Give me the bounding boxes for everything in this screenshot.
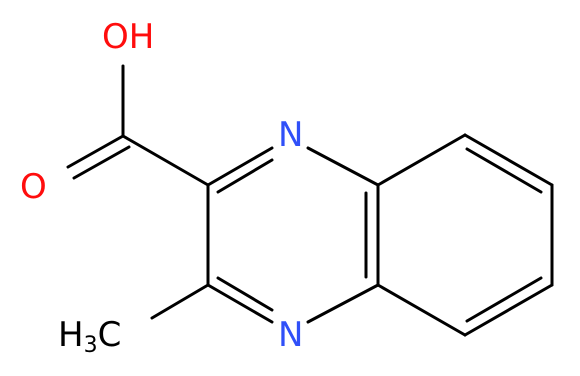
bond-c8a-c8 (376, 133, 467, 187)
bond-c3-methyl (150, 283, 210, 320)
nitrogen-bottom-label: N (278, 315, 304, 355)
methyl-subscript: 3 (83, 333, 98, 358)
methyl-h: H (58, 315, 84, 355)
bond-c-o-double-b (72, 145, 131, 180)
bond-c2-n1-b (216, 158, 274, 194)
bond-c8-c7-a (463, 133, 554, 187)
bond-c-ring (121, 134, 210, 187)
bond-c8-c7-b (465, 147, 543, 194)
bond-c6-c5-a (463, 283, 554, 337)
methyl-label: H3C (58, 318, 121, 357)
methyl-c: C (97, 315, 122, 355)
bond-c5-c4a (376, 283, 467, 337)
carbonyl-oxygen-label: O (20, 167, 47, 207)
bond-n1-c8a (306, 146, 380, 187)
bond-c2-n1-a (206, 146, 274, 187)
bond-c4a-n4 (306, 283, 380, 324)
bond-c-o-double-a (66, 134, 125, 169)
bond-n4-c3-b (216, 276, 274, 312)
bond-c6-c5-b (465, 276, 543, 323)
bond-n4-c3-a (206, 283, 274, 324)
nitrogen-top-label: N (278, 115, 304, 155)
hydroxyl-label: OH (102, 17, 155, 57)
